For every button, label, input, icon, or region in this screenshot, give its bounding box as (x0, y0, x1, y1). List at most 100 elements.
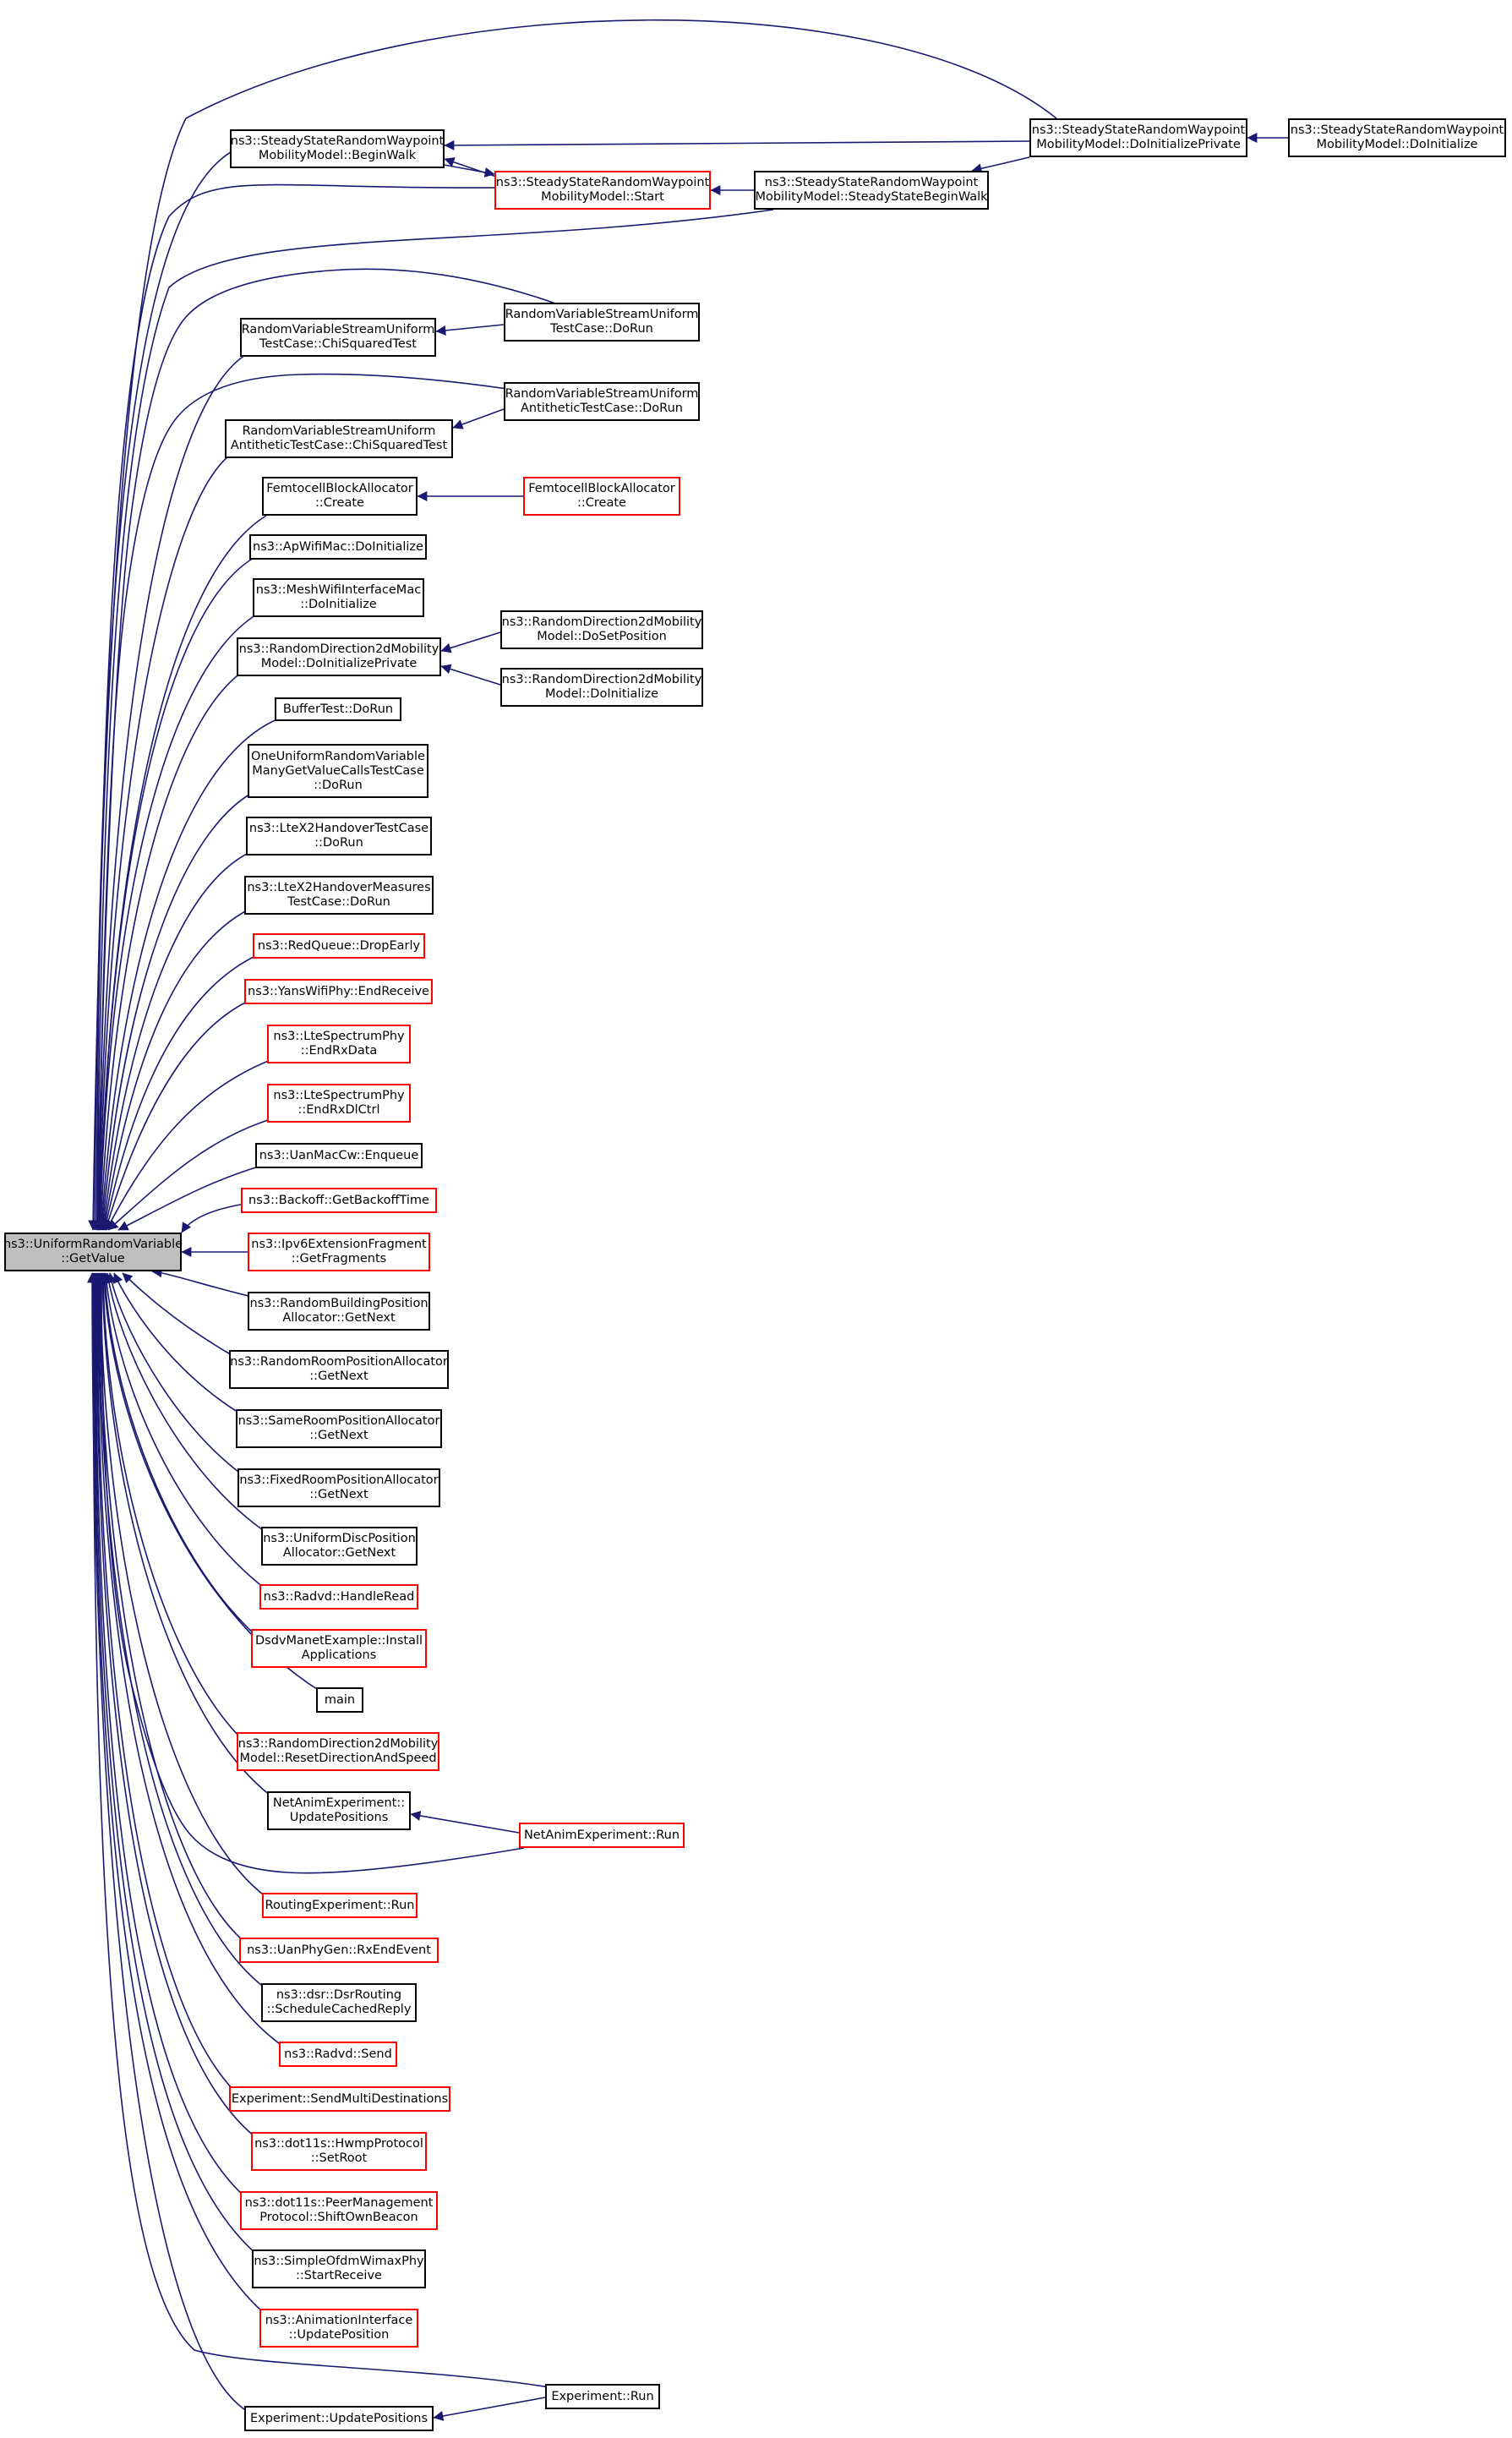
graph-node-n8[interactable]: RandomVariableStreamUniform AntitheticTe… (225, 419, 453, 458)
node-label: RandomVariableStreamUniform AntitheticTe… (505, 387, 699, 415)
graph-node-n49[interactable]: Experiment::UpdatePositions (244, 2406, 434, 2431)
graph-node-n10[interactable]: FemtocellBlockAllocator ::Create (262, 477, 418, 516)
graph-node-n16[interactable]: ns3::RandomDirection2dMobility Model::Do… (500, 668, 703, 707)
graph-node-n43[interactable]: Experiment::SendMultiDestinations (229, 2086, 450, 2112)
graph-node-n23[interactable]: ns3::LteSpectrumPhy ::EndRxData (267, 1025, 411, 1063)
graph-node-n9[interactable]: RandomVariableStreamUniform AntitheticTe… (504, 382, 700, 421)
edge-n26-to-n0 (181, 1203, 246, 1233)
graph-node-n47[interactable]: ns3::AnimationInterface ::UpdatePosition (259, 2309, 418, 2348)
edge-n17-to-n0 (96, 718, 280, 1231)
graph-node-n22[interactable]: ns3::YansWifiPhy::EndReceive (244, 979, 433, 1004)
graph-node-n48[interactable]: Experiment::Run (545, 2384, 660, 2409)
node-label: FemtocellBlockAllocator ::Create (266, 482, 413, 510)
edge-n1-to-n2 (439, 163, 495, 178)
edge-n48-to-n49 (433, 2397, 546, 2421)
graph-node-n1[interactable]: ns3::SteadyStateRandomWaypoint MobilityM… (230, 129, 445, 168)
node-label: ns3::Radvd::HandleRead (263, 1589, 415, 1604)
node-label: ns3::UniformRandomVariable ::GetValue (3, 1238, 183, 1265)
graph-node-n21[interactable]: ns3::RedQueue::DropEarly (253, 933, 425, 959)
edge-n12-to-n0 (95, 557, 254, 1231)
graph-node-n28[interactable]: ns3::RandomBuildingPosition Allocator::G… (248, 1292, 430, 1331)
edge-n19-to-n0 (99, 851, 251, 1231)
graph-node-n4[interactable]: ns3::SteadyStateRandomWaypoint MobilityM… (1029, 118, 1247, 157)
edge-n44-to-n0 (90, 1272, 256, 2138)
edge-n15-to-n14 (440, 631, 501, 653)
node-label: ns3::Radvd::Send (284, 2047, 392, 2061)
graph-node-n31[interactable]: ns3::FixedRoomPositionAllocator ::GetNex… (237, 1468, 440, 1507)
edge-n31-to-n0 (106, 1272, 243, 1475)
edge-n41-to-n0 (93, 1272, 266, 1989)
graph-node-n32[interactable]: ns3::UniformDiscPosition Allocator::GetN… (261, 1527, 418, 1566)
graph-node-n15[interactable]: ns3::RandomDirection2dMobility Model::Do… (500, 610, 703, 649)
node-label: ns3::SimpleOfdmWimaxPhy ::StartReceive (254, 2255, 424, 2282)
graph-node-n2[interactable]: ns3::SteadyStateRandomWaypoint MobilityM… (494, 171, 711, 210)
graph-node-n19[interactable]: ns3::LteX2HandoverTestCase ::DoRun (246, 817, 432, 855)
node-label: ns3::RandomDirection2dMobility Model::Re… (237, 1737, 439, 1765)
graph-node-n25[interactable]: ns3::UanMacCw::Enqueue (255, 1143, 423, 1168)
graph-node-n46[interactable]: ns3::SimpleOfdmWimaxPhy ::StartReceive (252, 2249, 426, 2288)
edge-n9-to-n8 (452, 408, 505, 429)
node-label: ns3::UanPhyGen::RxEndEvent (247, 1943, 431, 1957)
graph-node-n45[interactable]: ns3::dot11s::PeerManagement Protocol::Sh… (240, 2191, 438, 2230)
edge-n39-to-n0 (96, 1272, 267, 1898)
edge-n45-to-n0 (90, 1272, 245, 2197)
edge-n46-to-n0 (89, 1272, 257, 2255)
graph-node-n37[interactable]: NetAnimExperiment:: UpdatePositions (267, 1791, 411, 1830)
edge-n21-to-n0 (101, 954, 258, 1231)
graph-node-n26[interactable]: ns3::Backoff::GetBackoffTime (241, 1188, 437, 1213)
node-label: ns3::SameRoomPositionAllocator ::GetNext (237, 1414, 440, 1442)
edge-n28-to-n0 (151, 1267, 253, 1298)
graph-node-n42[interactable]: ns3::Radvd::Send (279, 2042, 397, 2067)
node-label: ns3::UniformDiscPosition Allocator::GetN… (263, 1532, 416, 1560)
graph-node-n35[interactable]: main (316, 1687, 363, 1713)
graph-node-n24[interactable]: ns3::LteSpectrumPhy ::EndRxDlCtrl (267, 1084, 411, 1123)
graph-node-n18[interactable]: OneUniformRandomVariable ManyGetValueCal… (248, 744, 428, 798)
node-label: NetAnimExperiment::Run (523, 1828, 680, 1842)
graph-node-n29[interactable]: ns3::RandomRoomPositionAllocator ::GetNe… (229, 1350, 449, 1389)
node-label: RandomVariableStreamUniform AntitheticTe… (230, 424, 448, 452)
graph-node-n3[interactable]: ns3::SteadyStateRandomWaypoint MobilityM… (754, 171, 989, 210)
graph-node-n27[interactable]: ns3::Ipv6ExtensionFragment ::GetFragment… (248, 1233, 430, 1271)
edge-n47-to-n0 (88, 1272, 265, 2314)
graph-node-n12[interactable]: ns3::ApWifiMac::DoInitialize (249, 534, 427, 560)
node-label: ns3::RedQueue::DropEarly (257, 938, 421, 953)
graph-node-n17[interactable]: BufferTest::DoRun (275, 697, 401, 721)
graph-node-n34[interactable]: DsdvManetExample::Install Applications (251, 1629, 427, 1668)
edge-n4-to-n1 (444, 139, 1030, 150)
graph-node-n36[interactable]: ns3::RandomDirection2dMobility Model::Re… (237, 1732, 439, 1771)
graph-node-n40[interactable]: ns3::UanPhyGen::RxEndEvent (239, 1938, 439, 1963)
graph-node-n20[interactable]: ns3::LteX2HandoverMeasures TestCase::DoR… (244, 876, 434, 915)
graph-node-n6[interactable]: RandomVariableStreamUniform TestCase::Ch… (240, 318, 436, 357)
graph-node-n33[interactable]: ns3::Radvd::HandleRead (259, 1584, 418, 1610)
node-label: ns3::LteX2HandoverMeasures TestCase::DoR… (247, 881, 431, 909)
node-label: ns3::AnimationInterface ::UpdatePosition (265, 2314, 413, 2342)
node-label: ns3::SteadyStateRandomWaypoint MobilityM… (1031, 123, 1246, 151)
edge-n13-to-n0 (95, 613, 259, 1231)
node-label: Experiment::UpdatePositions (249, 2411, 428, 2425)
node-label: RoutingExperiment::Run (265, 1898, 415, 1912)
edge-n29-to-n0 (122, 1272, 234, 1357)
edge-n2-to-n1 (444, 157, 499, 178)
graph-node-n44[interactable]: ns3::dot11s::HwmpProtocol ::SetRoot (251, 2132, 427, 2171)
graph-node-n13[interactable]: ns3::MeshWifiInterfaceMac ::DoInitialize (253, 578, 424, 617)
graph-node-n14[interactable]: ns3::RandomDirection2dMobility Model::Do… (237, 637, 441, 676)
graph-node-n38[interactable]: NetAnimExperiment::Run (519, 1823, 685, 1848)
node-label: ns3::Ipv6ExtensionFragment ::GetFragment… (251, 1238, 427, 1265)
edge-layer (87, 19, 1288, 2421)
graph-node-n41[interactable]: ns3::dsr::DsrRouting ::ScheduleCachedRep… (261, 1983, 417, 2022)
edge-n18-to-n0 (98, 792, 253, 1231)
graph-node-n7[interactable]: RandomVariableStreamUniform TestCase::Do… (504, 303, 700, 342)
edge-n38-to-n37 (410, 1811, 520, 1834)
node-label: ns3::SteadyStateRandomWaypoint MobilityM… (495, 176, 710, 204)
edge-n37-to-n0 (97, 1272, 271, 1796)
node-label: Experiment::SendMultiDestinations (231, 2091, 449, 2106)
node-label: main (324, 1692, 356, 1707)
node-label: ns3::RandomRoomPositionAllocator ::GetNe… (230, 1355, 448, 1383)
graph-node-n11[interactable]: FemtocellBlockAllocator ::Create (523, 477, 680, 516)
node-label: ns3::LteX2HandoverTestCase ::DoRun (248, 822, 429, 850)
node-label: ns3::ApWifiMac::DoInitialize (253, 539, 423, 554)
graph-node-n30[interactable]: ns3::SameRoomPositionAllocator ::GetNext (236, 1409, 442, 1448)
graph-node-n5[interactable]: ns3::SteadyStateRandomWaypoint MobilityM… (1288, 118, 1506, 157)
graph-node-n39[interactable]: RoutingExperiment::Run (262, 1893, 418, 1918)
